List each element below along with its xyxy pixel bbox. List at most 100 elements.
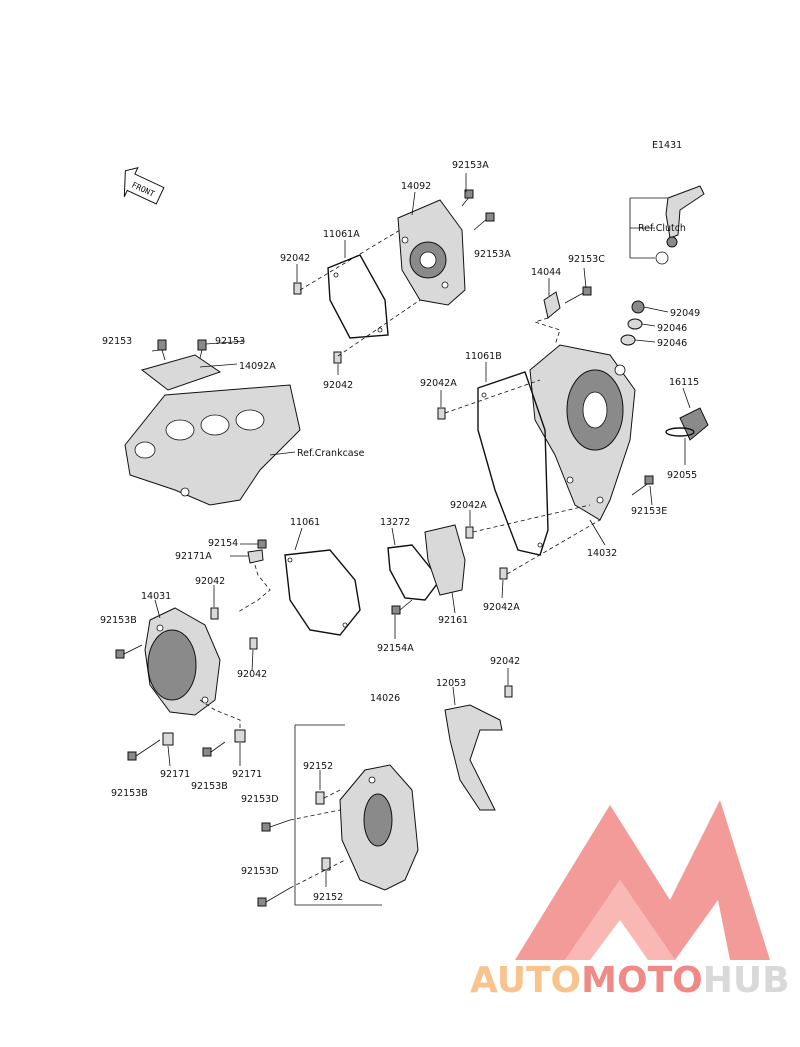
wordmark-auto: AUTO [470,960,582,1001]
label-92161: 92161 [438,615,468,626]
label-92153A-mid: 92153A [474,249,511,260]
dowel-92042A-c [499,567,508,580]
bracket-14044 [543,291,561,319]
dowel-92042-d [249,637,258,650]
label-16115: 16115 [669,377,699,388]
logo-triangle-left [515,800,770,960]
label-92153C: 92153C [568,254,605,265]
bolt-92153-right [197,339,207,351]
label-12053: 12053 [436,678,466,689]
washer-92046-a [627,318,643,330]
front-arrow-icon: FRONT [123,166,165,205]
bolt-92153B-b [127,739,161,761]
bolt-92153B-a [115,644,143,659]
dowel-92042-e [504,685,513,698]
label-92042-b: 92042 [323,380,353,391]
bolt-92153D-a [261,819,291,832]
label-92154: 92154 [208,538,238,549]
bolt-92154 [257,539,267,549]
dowel-92042A-b [465,526,474,539]
bolt-92153D-b [257,887,291,907]
label-92154A: 92154A [377,643,414,654]
label-14092: 14092 [401,181,431,192]
clutch-cover-14032 [529,344,636,521]
label-92152-a: 92152 [303,761,333,772]
label-14032: 14032 [587,548,617,559]
label-92153B-b: 92153B [191,781,228,792]
gasket-11061 [284,549,361,636]
label-92042A-c: 92042A [483,602,520,613]
label-92055: 92055 [667,470,697,481]
bolt-92153B-c [202,741,226,757]
label-92049: 92049 [670,308,700,319]
label-92153-left: 92153 [102,336,132,347]
label-11061B: 11061B [465,351,502,362]
label-92042-c: 92042 [195,576,225,587]
gasket-13272 [387,544,441,601]
cover-plate-14092A [140,354,222,391]
label-92042-d: 92042 [237,669,267,680]
label-92153D-a: 92153D [241,794,279,805]
washer-92046-b [620,334,636,346]
label-14026: 14026 [370,693,400,704]
ref-clutch-label: Ref.Clutch [638,223,686,234]
bolt-92153C [564,286,592,304]
label-92046-a: 92046 [657,323,687,334]
label-92042A-a: 92042A [420,378,457,389]
crankcase-reference-block [124,384,301,506]
label-92153B-a: 92153B [100,615,137,626]
collar-92171-b [234,729,246,743]
oring-92049 [631,300,645,314]
collar-92171-a [162,732,174,746]
label-92042-a: 92042 [280,253,310,264]
bolt-92154A [391,599,413,615]
label-92171-a: 92171 [160,769,190,780]
bolt-92153A-top [461,189,474,207]
dowel-92042-b [333,351,342,364]
label-13272: 13272 [380,517,410,528]
dowel-92042-a [293,282,302,295]
label-92153A-top: 92153A [452,160,489,171]
diagram-code: E1431 [652,140,682,151]
label-92046-b: 92046 [657,338,687,349]
label-92171A: 92171A [175,551,212,562]
dowel-92042-c [210,607,219,620]
collar-92152-b [321,857,331,871]
seal-part [666,236,678,248]
cover-plate-92161 [424,524,466,596]
label-92153B-c: 92153B [111,788,148,799]
label-92171-b: 92171 [232,769,262,780]
automotohub-logo-mark [515,800,770,960]
label-92042A-b: 92042A [450,500,487,511]
generator-cover-14031 [144,607,221,716]
label-92153E: 92153E [631,506,667,517]
logo-triangle-inner [565,880,675,960]
label-92042-e: 92042 [490,656,520,667]
bolt-92153E [631,475,654,496]
label-14031: 14031 [141,591,171,602]
automotohub-wordmark: AUTOMOTOHUB [470,960,800,1001]
sprocket-cover-14026 [339,764,419,891]
wordmark-moto: MOTO [581,960,703,1001]
guide-12053 [444,704,503,811]
ref-crankcase-label: Ref.Crankcase [297,448,365,459]
label-14092A: 14092A [239,361,276,372]
bolt-92153A-mid [473,212,495,231]
label-92153-right: 92153 [215,336,245,347]
bracket-92171A [247,549,264,564]
wordmark-hub: HUB [702,960,790,1001]
label-92152-b: 92152 [313,892,343,903]
clutch-lever-part [665,185,705,239]
gasket-11061A [327,254,389,339]
washer-part [655,251,669,265]
pulsing-cover-14092 [397,199,466,306]
label-11061: 11061 [290,517,320,528]
oil-filler-cap-16115 [665,407,709,441]
label-11061A: 11061A [323,229,360,240]
dowel-92042A-a [437,407,446,420]
collar-92152-a [315,791,325,805]
label-92153D-b: 92153D [241,866,279,877]
bolt-92153-left [157,339,167,351]
